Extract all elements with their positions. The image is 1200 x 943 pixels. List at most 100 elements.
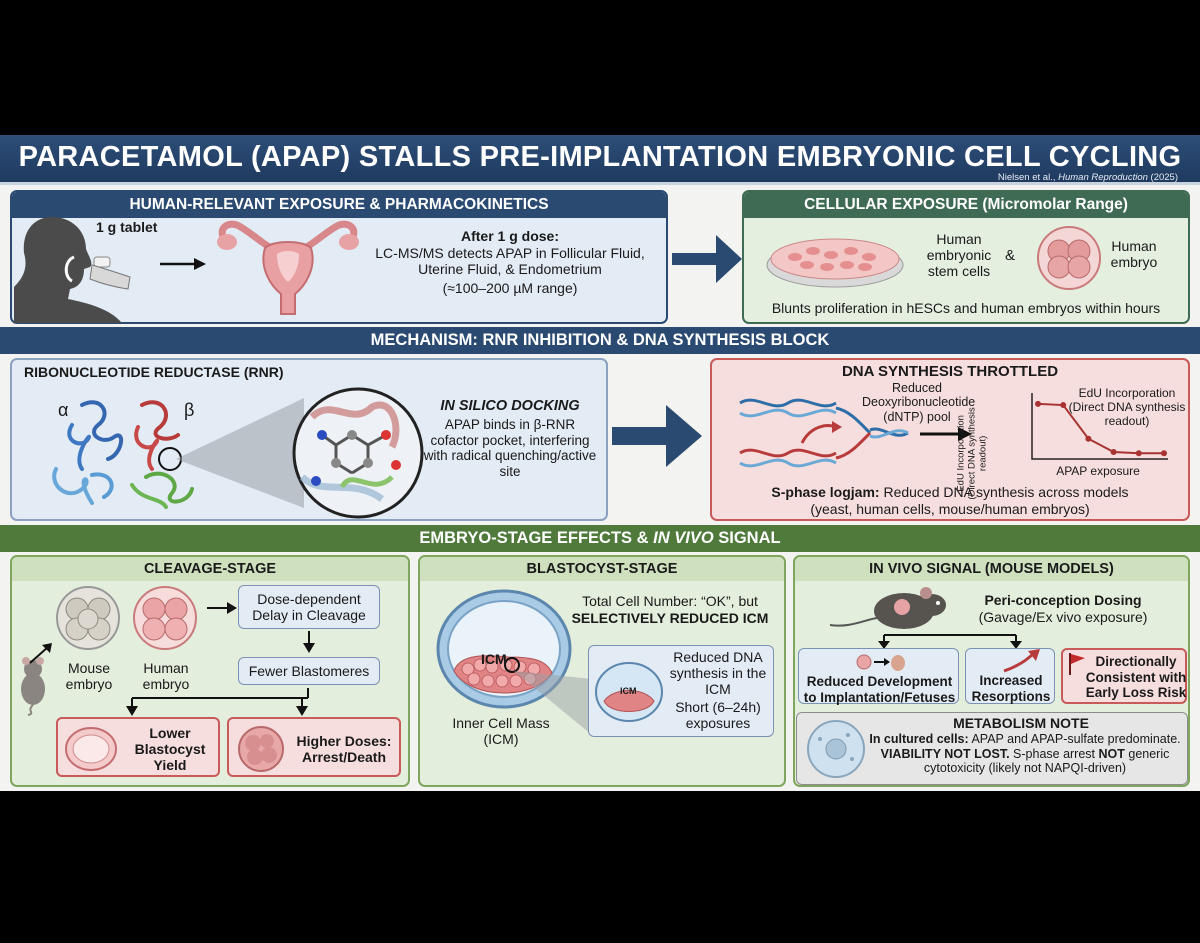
- human-embryo-icon: [133, 586, 197, 650]
- zoom-cone-icon: [514, 671, 592, 735]
- metabolism-line2-end: generic cytotoxicity (likely not NAPQI-d…: [923, 747, 1170, 776]
- dosing-sub: (Gavage/Ex vivo exposure): [978, 609, 1148, 625]
- split-arrow-icon: [878, 634, 1022, 649]
- exposure-panel: HUMAN-RELEVANT EXPOSURE & PHARMACOKINETI…: [10, 190, 668, 324]
- stage-band-part2: SIGNAL: [713, 529, 781, 547]
- arrow-right-icon: [920, 427, 972, 441]
- logjam-line: S-phase logjam: Reduced DNA synthesis ac…: [710, 484, 1190, 500]
- citation-year: (2025): [1147, 172, 1178, 183]
- mouse-icon: [829, 587, 946, 629]
- fewer-box: Fewer Blastomeres: [238, 657, 380, 685]
- mouse-embryo-icon: [56, 586, 120, 650]
- docking-text: APAP binds in β-RNR cofactor pocket, int…: [423, 417, 597, 479]
- embryo-to-fetus-icon: [856, 654, 905, 671]
- edu-data-point: [1035, 400, 1041, 407]
- dntp-pool-label: Reduced Deoxyribonucleotide (dNTP) pool: [862, 381, 976, 424]
- metabolism-line2-not: NOT: [1098, 747, 1125, 761]
- citation-journal: Human Reproduction: [1058, 172, 1148, 183]
- cellular-header: CELLULAR EXPOSURE (Micromolar Range): [744, 192, 1188, 218]
- lower-yield-box: Lower Blastocyst Yield: [56, 717, 220, 777]
- uterus-icon: [217, 220, 359, 315]
- stage-band-part1: EMBRYO-STAGE EFFECTS &: [419, 529, 654, 547]
- person-silhouette-icon: [14, 217, 131, 323]
- logjam-models: (yeast, human cells, mouse/human embryos…: [810, 501, 1090, 517]
- higher-dose-box: Higher Doses: Arrest/Death: [227, 717, 401, 777]
- chart-axes: [1031, 393, 1168, 460]
- arrested-embryo-icon: [238, 726, 284, 772]
- beta-label: β: [184, 400, 195, 420]
- arrow-right-icon: [160, 258, 206, 270]
- x-axis-label: APAP exposure: [1056, 464, 1140, 478]
- edu-data-point: [1110, 449, 1117, 456]
- mechanism-band: MECHANISM: RNR INHIBITION & DNA SYNTHESI…: [0, 327, 1200, 354]
- arrow-right-icon: [207, 602, 237, 614]
- mechanism-arrow-icon: [612, 405, 702, 467]
- blastocyst-small-icon: [65, 727, 117, 771]
- chart-legend: EdU Incorporation (Direct DNA synthesis …: [1068, 386, 1186, 428]
- resorptions-text: Increased Resorptions: [971, 673, 1051, 704]
- rnr-title: RIBONUCLEOTIDE REDUCTASE (RNR): [24, 364, 284, 380]
- edu-data-point: [1085, 435, 1092, 442]
- delay-box: Dose-dependent Delay in Cleavage: [238, 585, 380, 629]
- stage-band: EMBRYO-STAGE EFFECTS & IN VIVO SIGNAL: [0, 525, 1200, 552]
- citation-authors: Nielsen et al.,: [997, 172, 1059, 183]
- edu-series-line: [1037, 402, 1164, 455]
- resorptions-box: Increased Resorptions: [965, 648, 1055, 704]
- cellular-footer: Blunts proliferation in hESCs and human …: [771, 300, 1161, 316]
- dose-range: (≈100–200 µM range): [442, 280, 578, 296]
- reduced-development-text: Reduced Development to Implantation/Fetu…: [803, 674, 956, 705]
- edu-data-point: [1161, 450, 1167, 457]
- early-loss-text: Directionally Consistent with Early Loss…: [1085, 654, 1187, 701]
- human-embryo-label: Human embryo: [142, 660, 190, 693]
- metabolism-header: METABOLISM NOTE: [953, 715, 1089, 731]
- cleavage-header: CLEAVAGE-STAGE: [12, 557, 408, 581]
- arrow-down-icon: [303, 631, 315, 653]
- exposure-header: HUMAN-RELEVANT EXPOSURE & PHARMACOKINETI…: [12, 192, 666, 218]
- logjam-bold: S-phase logjam:: [771, 484, 880, 500]
- blastocyst-header: BLASTOCYST-STAGE: [420, 557, 784, 581]
- icm-zoom-icon: [595, 662, 663, 722]
- edu-data-point: [1135, 450, 1142, 457]
- selective-line: SELECTIVELY REDUCED ICM: [571, 610, 769, 626]
- flow-arrow-icon: [672, 235, 742, 283]
- zoom-cone-icon: [176, 398, 304, 508]
- edu-data-point: [1060, 402, 1067, 409]
- short-exposure-text: Short (6–24h) exposures: [675, 699, 761, 732]
- inner-cell-mass-label: Inner Cell Mass (ICM): [452, 715, 550, 748]
- docking-zoom-icon: [292, 387, 424, 519]
- metabolism-line1-text: APAP and APAP-sulfate predominate.: [968, 732, 1181, 746]
- mouse-icon: [21, 657, 45, 716]
- icm-small-label: ICM: [620, 686, 637, 696]
- hesc-label: Human embryonic stem cells: [926, 231, 992, 280]
- dose-text: LC-MS/MS detects APAP in Follicular Flui…: [375, 245, 645, 278]
- flag-icon: [1069, 653, 1085, 675]
- metabolism-line1: In cultured cells: APAP and APAP-sulfate…: [860, 732, 1190, 746]
- dosing-title: Peri-conception Dosing: [984, 592, 1142, 608]
- tablet-label: 1 g tablet: [96, 219, 158, 235]
- reduced-icm-text: Reduced DNA synthesis in the ICM: [669, 649, 767, 698]
- title-bar: PARACETAMOL (APAP) STALLS PRE-IMPLANTATI…: [0, 135, 1200, 185]
- alpha-label: α: [58, 400, 69, 420]
- petri-dish-icon: [766, 238, 904, 288]
- human-embryo-icon: [1037, 226, 1101, 290]
- stage-band-italic: IN VIVO: [653, 529, 714, 547]
- dna-header: DNA SYNTHESIS THROTTLED: [841, 363, 1059, 380]
- dose-heading: After 1 g dose:: [460, 228, 559, 244]
- arrow-up-right-icon: [29, 643, 52, 664]
- metabolism-line2: VIABILITY NOT LOST. S-phase arrest NOT g…: [860, 747, 1190, 776]
- mouse-embryo-label: Mouse embryo: [65, 660, 113, 693]
- infographic-canvas: PARACETAMOL (APAP) STALLS PRE-IMPLANTATI…: [0, 135, 1200, 791]
- main-title: PARACETAMOL (APAP) STALLS PRE-IMPLANTATI…: [18, 141, 1182, 173]
- embryo-label: Human embryo: [1110, 238, 1158, 271]
- trend-up-icon: [1003, 649, 1040, 673]
- lower-yield-text: Lower Blastocyst Yield: [134, 725, 206, 774]
- split-arrow-icon: [126, 688, 309, 716]
- edu-chart: [1031, 393, 1168, 460]
- icm-label: ICM: [481, 651, 507, 667]
- total-cell-line: Total Cell Number: “OK”, but: [582, 593, 758, 609]
- citation: Nielsen et al., Human Reproduction (2025…: [998, 172, 1178, 183]
- higher-dose-text: Higher Doses: Arrest/Death: [296, 733, 392, 766]
- metabolism-line1-bold: In cultured cells:: [869, 732, 969, 746]
- logjam-text: Reduced DNA synthesis across models: [879, 484, 1129, 500]
- dna-panel: [710, 358, 1190, 521]
